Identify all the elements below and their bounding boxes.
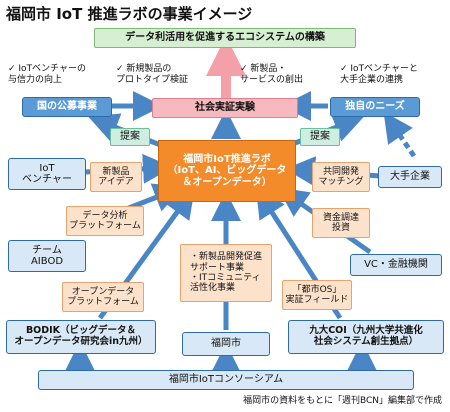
goal-box: データ利活用を促進するエコシステムの構築 <box>94 28 356 48</box>
box-city-os: 「都市OS」 実証フィールド <box>282 280 352 310</box>
box-social-demo: 社会実証実験 <box>152 98 298 118</box>
box-national-project: 国の公募事業 <box>22 97 112 117</box>
box-joint-dev: 共同開発 マッチング <box>312 162 370 192</box>
box-business-support: ・新製品開発促進 サポート事業 ・ITコミュニティ 活性化事業 <box>180 244 272 302</box>
box-kyudai-coi: 九大COI（九州大学共進化 社会システム創生拠点） <box>288 320 444 354</box>
box-iot-venture: IoT ベンチャー <box>8 158 86 190</box>
check-prototype: ✓ 新規製品の プロトタイプ検証 <box>116 64 189 85</box>
box-new-product-idea: 新製品 アイデア <box>90 162 142 192</box>
box-propose-left: 提案 <box>110 128 150 146</box>
check-iot-venture: ✓ IoTベンチャーの 与信力の向上 <box>8 64 86 85</box>
box-team-aibod: チーム AIBOD <box>8 240 86 272</box>
box-funding: 資金調達 投資 <box>312 208 370 238</box>
check-new-service: ✓ 新製品・ サービスの創出 <box>240 64 304 85</box>
box-data-platform: データ分析 プラットフォーム <box>66 206 144 236</box>
page-title: 福岡市 IoT 推進ラボの事業イメージ <box>6 5 253 23</box>
box-open-data-platform: オープンデータ プラットフォーム <box>62 282 144 312</box>
box-propose-right: 提案 <box>300 128 340 146</box>
arrow-company-to-needs <box>383 111 417 158</box>
box-fukuoka-city: 福岡市 <box>182 332 270 356</box>
box-vc-finance: VC・金融機関 <box>350 254 442 276</box>
source-credit: 福岡市の資料をもとに「週刊BCN」編集部で作成 <box>243 396 442 406</box>
box-big-company: 大手企業 <box>378 166 442 188</box>
box-own-needs: 独自のニーズ <box>330 97 420 117</box>
box-iot-consortium: 福岡市IoTコンソーシアム <box>38 370 414 390</box>
box-bodik: BODIK（ビッグデータ＆ オープンデータ研究会in九州） <box>6 320 156 354</box>
check-collaboration: ✓ IoTベンチャーと 大手企業の連携 <box>340 64 418 85</box>
box-iot-lab: 福岡市IoT推進ラボ （IoT、AI、ビッグデータ ＆オープンデータ） <box>158 140 296 202</box>
